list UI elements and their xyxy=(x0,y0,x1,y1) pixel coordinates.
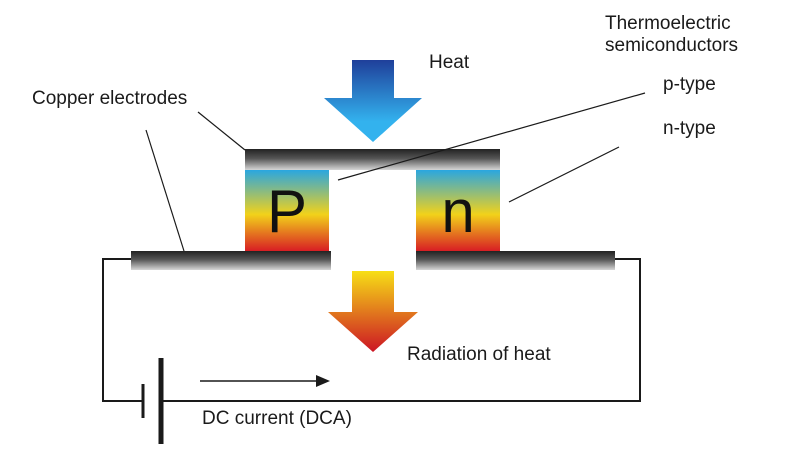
p-letter: P xyxy=(267,178,307,245)
dc-current-label: DC current (DCA) xyxy=(202,408,352,429)
n-type-block xyxy=(416,170,500,251)
n-type-label: n-type xyxy=(663,118,716,139)
bottom-right-electrode xyxy=(416,251,615,270)
leader-lines xyxy=(145,92,646,252)
bottom-left-electrode xyxy=(131,251,331,270)
circuit-wire xyxy=(102,258,641,402)
top-electrode xyxy=(245,149,500,170)
copper-electrodes-label: Copper electrodes xyxy=(32,88,187,109)
thermoelectric-label-line1: Thermoelectric xyxy=(605,13,731,34)
p-type-label: p-type xyxy=(663,74,716,95)
radiation-arrow-icon xyxy=(328,271,418,352)
radiation-label: Radiation of heat xyxy=(407,344,551,365)
thermoelectric-label-line2: semiconductors xyxy=(605,35,738,56)
battery-icon xyxy=(141,358,164,444)
heat-arrow-icon xyxy=(324,60,422,142)
current-direction-arrow xyxy=(200,375,330,387)
heat-label: Heat xyxy=(429,52,470,73)
n-letter: n xyxy=(441,178,474,245)
p-type-block xyxy=(245,170,329,251)
